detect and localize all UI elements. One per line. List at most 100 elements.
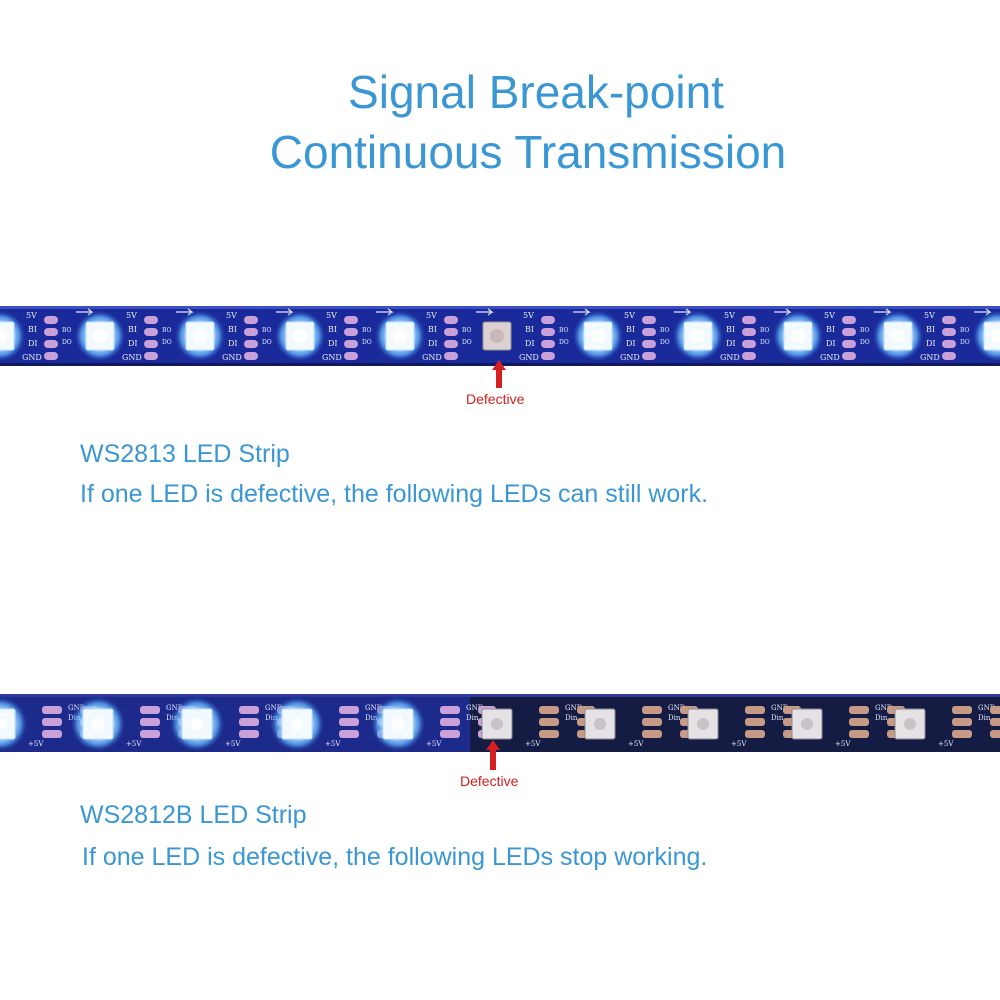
pad-label-di: DI bbox=[128, 339, 138, 348]
pad-label-gnd: GND bbox=[720, 353, 740, 362]
solder-pad bbox=[742, 340, 756, 348]
solder-pad bbox=[539, 718, 559, 726]
pad-label-gnd: GND bbox=[265, 704, 283, 712]
ws2813-description: If one LED is defective, the following L… bbox=[80, 480, 709, 508]
led-lens bbox=[291, 718, 303, 730]
solder-pad bbox=[842, 328, 856, 336]
pad-label-din: Din bbox=[771, 714, 784, 722]
pad-label-5v: +5V bbox=[731, 740, 747, 748]
pad-label-do: DO bbox=[362, 339, 372, 346]
pad-label-gnd: GND bbox=[519, 353, 539, 362]
solder-pad bbox=[539, 730, 559, 738]
pad-label-5v: +5V bbox=[426, 740, 442, 748]
solder-pad bbox=[642, 352, 656, 360]
solder-pad bbox=[344, 328, 358, 336]
pad-label-bo: BO bbox=[760, 327, 770, 334]
led-lens bbox=[193, 329, 207, 343]
solder-pad bbox=[339, 706, 359, 714]
solder-pad bbox=[440, 706, 460, 714]
pad-label-gnd: GND bbox=[222, 353, 242, 362]
pad-label-5v: +5V bbox=[835, 740, 851, 748]
solder-pad bbox=[42, 718, 62, 726]
solder-pad bbox=[942, 340, 956, 348]
pad-label-5v: +5V bbox=[325, 740, 341, 748]
pad-label-bi: BI bbox=[926, 325, 935, 334]
solder-pad bbox=[742, 328, 756, 336]
pad-label-bo: BO bbox=[860, 327, 870, 334]
pad-label-di: DI bbox=[525, 339, 535, 348]
solder-pad bbox=[440, 718, 460, 726]
pad-label-bi: BI bbox=[128, 325, 137, 334]
pad-label-bi: BI bbox=[428, 325, 437, 334]
solder-pad bbox=[990, 706, 1000, 714]
led-lens bbox=[393, 329, 407, 343]
pad-label-5v: +5V bbox=[28, 740, 44, 748]
solder-pad bbox=[44, 328, 58, 336]
pad-label-bo: BO bbox=[462, 327, 472, 334]
led-lens bbox=[801, 718, 813, 730]
pad-label-di: DI bbox=[228, 339, 238, 348]
solder-pad bbox=[444, 352, 458, 360]
solder-pad bbox=[244, 328, 258, 336]
led-lens bbox=[92, 718, 104, 730]
pad-label-5v: 5V bbox=[26, 311, 37, 320]
solder-pad bbox=[541, 340, 555, 348]
solder-pad bbox=[952, 706, 972, 714]
pad-label-do: DO bbox=[760, 339, 770, 346]
pad-label-5v: +5V bbox=[126, 740, 142, 748]
pad-label-do: DO bbox=[660, 339, 670, 346]
led-lens bbox=[191, 718, 203, 730]
solder-pad bbox=[244, 316, 258, 324]
pad-label-gnd: GND bbox=[820, 353, 840, 362]
ws2813-strip-illustration: 5V BI DI GND BO DO 5V BI DI GND BO DO 5V BI DI GND BO DO 5… bbox=[0, 306, 1000, 366]
pad-label-5v: 5V bbox=[126, 311, 137, 320]
solder-pad bbox=[541, 328, 555, 336]
pad-label-5v: +5V bbox=[525, 740, 541, 748]
pad-label-5v: 5V bbox=[326, 311, 337, 320]
pad-label-di: DI bbox=[428, 339, 438, 348]
pad-label-gnd: GND bbox=[620, 353, 640, 362]
solder-pad bbox=[144, 340, 158, 348]
pad-label-bo: BO bbox=[62, 327, 72, 334]
ws2812b-strip-name: WS2812B LED Strip bbox=[80, 801, 307, 829]
pad-label-5v: 5V bbox=[226, 311, 237, 320]
led-lens bbox=[691, 329, 705, 343]
pad-label-5v: +5V bbox=[225, 740, 241, 748]
pad-label-gnd: GND bbox=[422, 353, 442, 362]
solder-pad bbox=[642, 328, 656, 336]
solder-pad bbox=[642, 706, 662, 714]
pad-label-do: DO bbox=[62, 339, 72, 346]
solder-pad bbox=[849, 706, 869, 714]
title-line-2: Continuous Transmission bbox=[269, 126, 787, 178]
solder-pad bbox=[44, 316, 58, 324]
title-line-1: Signal Break-point bbox=[348, 66, 724, 118]
pad-label-di: DI bbox=[626, 339, 636, 348]
pad-label-bi: BI bbox=[626, 325, 635, 334]
solder-pad bbox=[942, 328, 956, 336]
solder-pad bbox=[742, 352, 756, 360]
solder-pad bbox=[642, 730, 662, 738]
solder-pad bbox=[239, 706, 259, 714]
pad-label-gnd: GND bbox=[466, 704, 484, 712]
led-lens bbox=[697, 718, 709, 730]
solder-pad bbox=[745, 718, 765, 726]
ws2812b-description: If one LED is defective, the following L… bbox=[82, 843, 708, 871]
pad-label-din: Din bbox=[978, 714, 991, 722]
solder-pad bbox=[849, 718, 869, 726]
pad-label-do: DO bbox=[162, 339, 172, 346]
solder-pad bbox=[239, 718, 259, 726]
solder-pad bbox=[339, 730, 359, 738]
solder-pad bbox=[642, 718, 662, 726]
solder-pad bbox=[42, 706, 62, 714]
led-lens bbox=[891, 329, 905, 343]
solder-pad bbox=[942, 316, 956, 324]
solder-pad bbox=[144, 352, 158, 360]
solder-pad bbox=[140, 730, 160, 738]
pad-label-gnd: GND bbox=[771, 704, 789, 712]
pad-label-din: Din bbox=[565, 714, 578, 722]
pad-label-di: DI bbox=[826, 339, 836, 348]
solder-pad bbox=[745, 730, 765, 738]
solder-pad bbox=[339, 718, 359, 726]
pad-label-bo: BO bbox=[262, 327, 272, 334]
pad-label-bo: BO bbox=[362, 327, 372, 334]
